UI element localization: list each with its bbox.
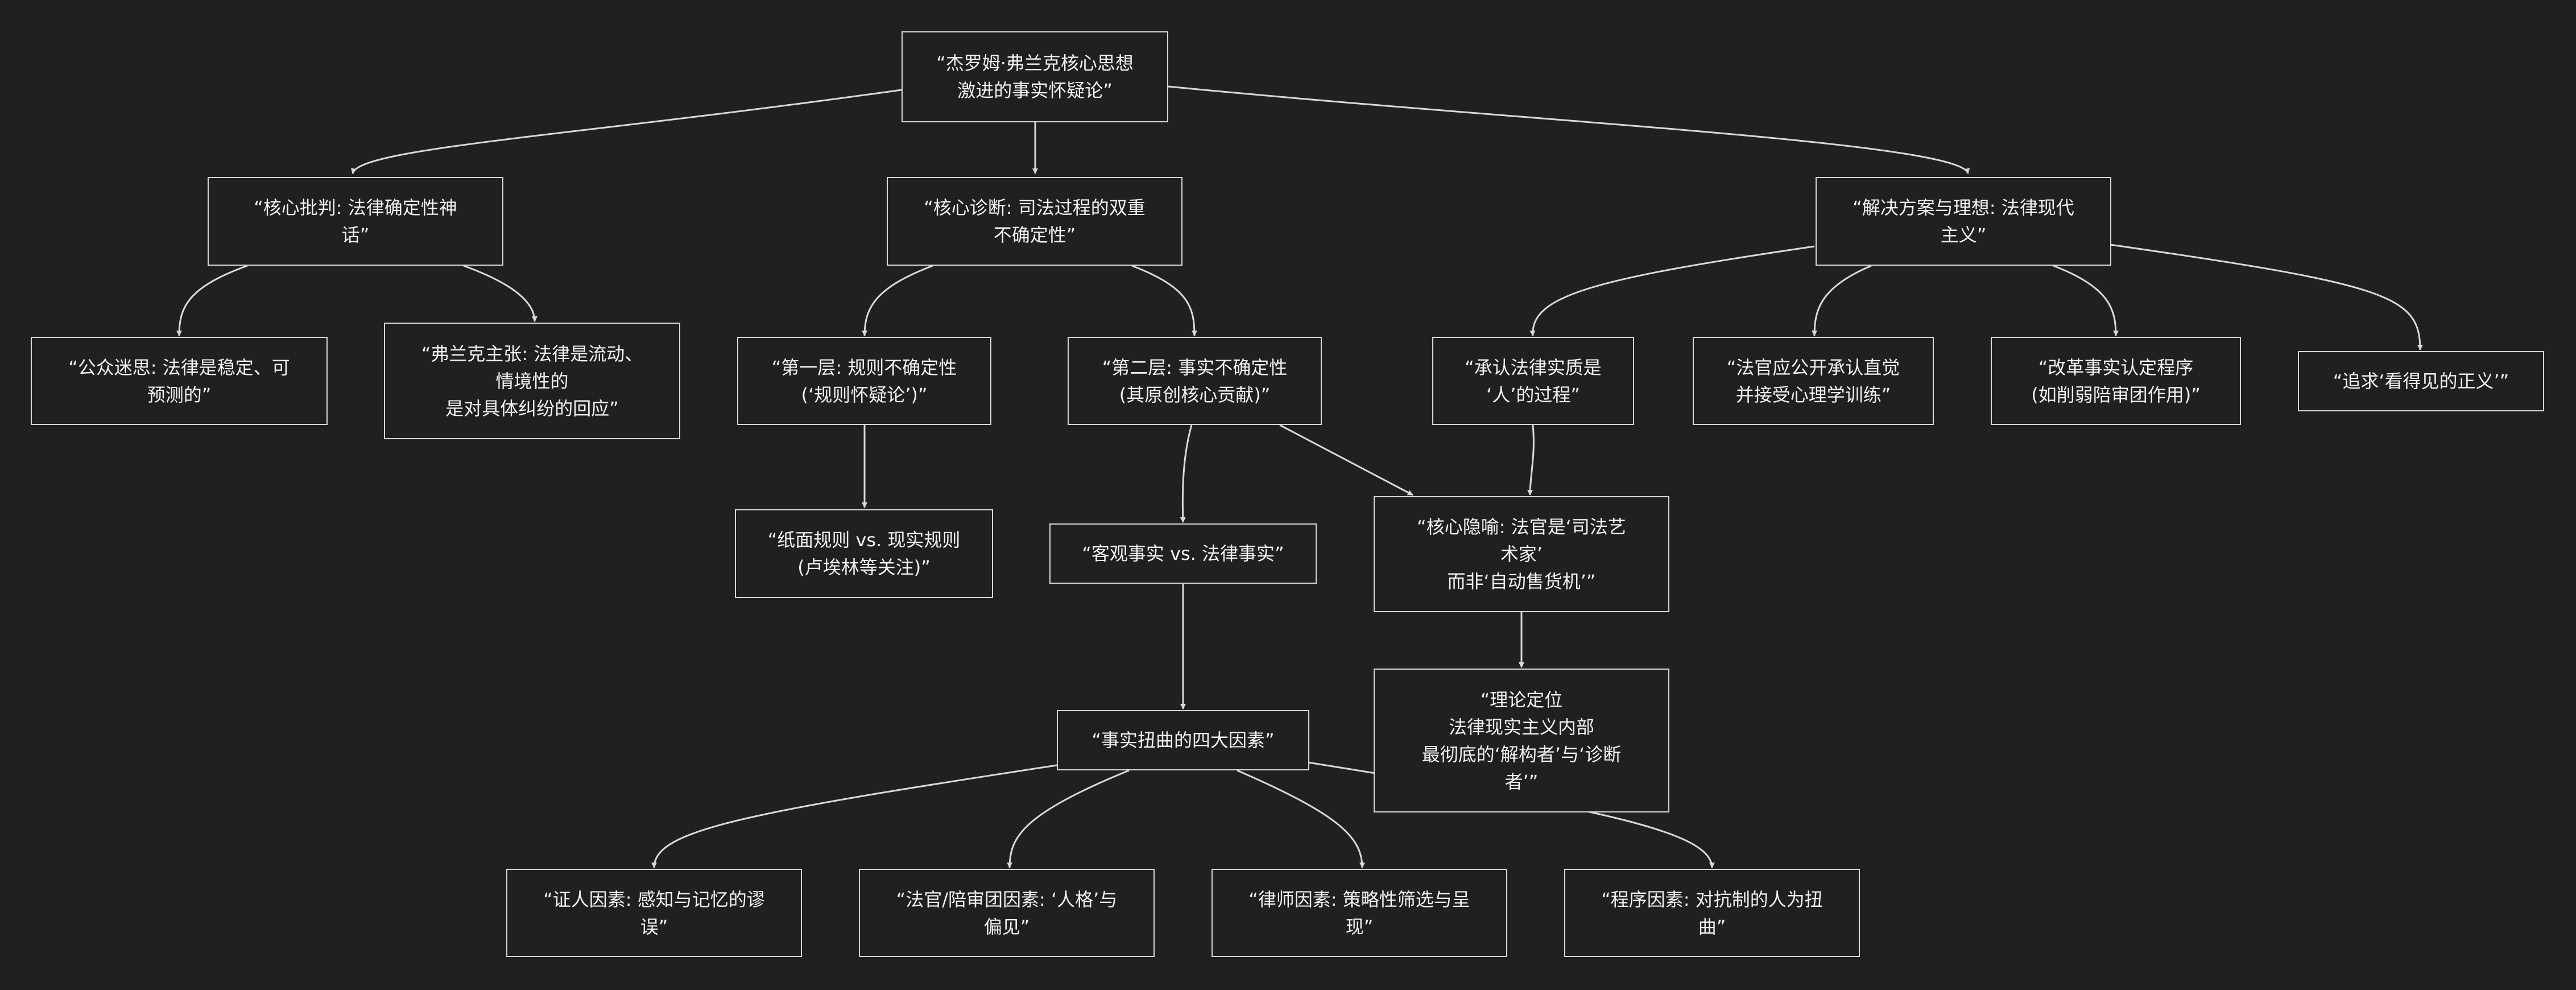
node-myth: “公众迷思: 法律是稳定、可 预测的” bbox=[31, 337, 328, 425]
edge-layer2-metaphor bbox=[1279, 424, 1413, 496]
node-four-factors-text: “事实扭曲的四大因素” bbox=[1091, 729, 1275, 751]
node-diagnosis-text: “核心诊断: 司法过程的双重 不确定性” bbox=[924, 197, 1146, 246]
node-human-process-text: “承认法律实质是 ‘人’的过程” bbox=[1465, 356, 1602, 406]
node-solution: “解决方案与理想: 法律现代 主义” bbox=[1816, 177, 2111, 266]
edge-four-lawyer bbox=[1237, 769, 1365, 868]
node-procedure-text: “程序因素: 对抗制的人为扭 曲” bbox=[1601, 888, 1823, 938]
node-frank-claim: “弗兰克主张: 法律是流动、 情境性的 是对具体纠纷的回应” bbox=[384, 323, 680, 439]
node-solution-text: “解决方案与理想: 法律现代 主义” bbox=[1853, 197, 2074, 246]
edge-solution-human bbox=[1529, 245, 1815, 336]
node-diagnosis: “核心诊断: 司法过程的双重 不确定性” bbox=[887, 177, 1182, 266]
node-judge-jury: “法官/陪审团因素: ‘人格’与 偏见” bbox=[859, 869, 1155, 957]
node-metaphor-text: “核心隐喻: 法官是‘司法艺 术家’ 而非‘自动售货机’” bbox=[1417, 516, 1626, 592]
edge-solution-reform bbox=[2053, 265, 2119, 336]
node-paper-rules: “纸面规则 vs. 现实规则 (卢埃林等关注)” bbox=[735, 509, 993, 598]
node-positioning-text: “理论定位 法律现实主义内部 最彻底的‘解构者’与‘诊断 者’” bbox=[1421, 688, 1622, 793]
edge-four-judge bbox=[1007, 769, 1130, 868]
node-positioning: “理论定位 法律现实主义内部 最彻底的‘解构者’与‘诊断 者’” bbox=[1374, 669, 1669, 812]
node-lawyer-text: “律师因素: 策略性筛选与呈 现” bbox=[1248, 888, 1470, 938]
node-visible-justice-text: “追求‘看得见的正义’” bbox=[2333, 370, 2509, 392]
node-layer1: “第一层: 规则不确定性 (‘规则怀疑论’)” bbox=[737, 337, 991, 425]
node-critique-text: “核心批判: 法律确定性神 话” bbox=[254, 197, 457, 246]
node-layer1-text: “第一层: 规则不确定性 (‘规则怀疑论’)” bbox=[771, 356, 957, 406]
node-intuition: “法官应公开承认直觉 并接受心理学训练” bbox=[1693, 337, 1934, 425]
edge-root-critique bbox=[351, 89, 902, 174]
node-root: “杰罗姆·弗兰克核心思想 激进的事实怀疑论” bbox=[902, 31, 1168, 122]
edge-solution-visible bbox=[2110, 244, 2423, 350]
edge-human-metaphor bbox=[1527, 424, 1535, 496]
node-witness-text: “证人因素: 感知与记忆的谬 误” bbox=[543, 888, 765, 938]
node-objective-facts-text: “客观事实 vs. 法律事实” bbox=[1082, 543, 1284, 564]
edge-four-witness bbox=[651, 764, 1057, 868]
node-metaphor: “核心隐喻: 法官是‘司法艺 术家’ 而非‘自动售货机’” bbox=[1374, 496, 1669, 612]
node-myth-text: “公众迷思: 法律是稳定、可 预测的” bbox=[68, 356, 290, 406]
node-reform-text: “改革事实认定程序 (如削弱陪审团作用)” bbox=[2031, 356, 2201, 406]
node-critique: “核心批判: 法律确定性神 话” bbox=[208, 177, 503, 266]
node-layer2: “第二层: 事实不确定性 (其原创核心贡献)” bbox=[1068, 337, 1322, 425]
node-intuition-text: “法官应公开承认直觉 并接受心理学训练” bbox=[1726, 356, 1900, 406]
node-objective-facts: “客观事实 vs. 法律事实” bbox=[1049, 523, 1317, 584]
node-lawyer: “律师因素: 策略性筛选与呈 现” bbox=[1211, 869, 1507, 957]
edge-critique-myth bbox=[176, 265, 248, 336]
edge-solution-intuition bbox=[1812, 265, 1872, 336]
node-procedure: “程序因素: 对抗制的人为扭 曲” bbox=[1564, 869, 1860, 957]
node-reform: “改革事实认定程序 (如削弱陪审团作用)” bbox=[1991, 337, 2241, 425]
node-human-process: “承认法律实质是 ‘人’的过程” bbox=[1432, 337, 1634, 425]
edge-layer2-objective bbox=[1180, 424, 1193, 523]
node-four-factors: “事实扭曲的四大因素” bbox=[1057, 710, 1309, 770]
edge-root-solution bbox=[1168, 85, 1970, 174]
edge-diagnosis-layer1 bbox=[862, 265, 933, 336]
node-judge-jury-text: “法官/陪审团因素: ‘人格’与 偏见” bbox=[896, 888, 1118, 938]
node-frank-claim-text: “弗兰克主张: 法律是流动、 情境性的 是对具体纠纷的回应” bbox=[421, 343, 643, 419]
node-paper-rules-text: “纸面规则 vs. 现实规则 (卢埃林等关注)” bbox=[767, 529, 961, 578]
edge-diagnosis-layer2 bbox=[1131, 265, 1197, 336]
node-layer2-text: “第二层: 事实不确定性 (其原创核心贡献)” bbox=[1102, 356, 1288, 406]
node-witness: “证人因素: 感知与记忆的谬 误” bbox=[506, 869, 802, 957]
node-root-text: “杰罗姆·弗兰克核心思想 激进的事实怀疑论” bbox=[936, 52, 1134, 101]
node-visible-justice: “追求‘看得见的正义’” bbox=[2298, 351, 2544, 411]
edge-critique-frank bbox=[463, 265, 537, 322]
